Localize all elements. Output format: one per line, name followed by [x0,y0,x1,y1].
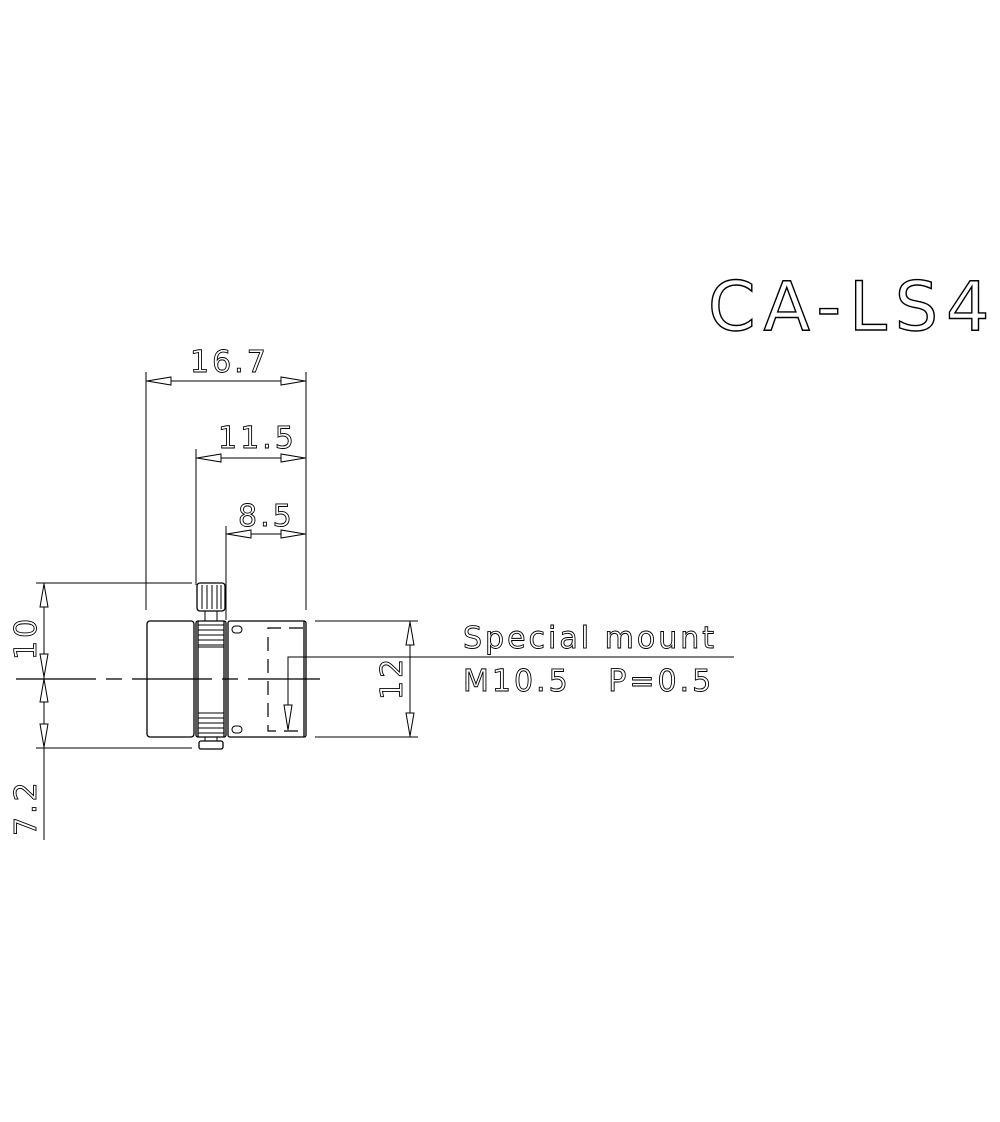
dimension-mount-diameter: 12 [315,620,418,738]
dimension-label-10: 10 [9,616,44,660]
dimension-screw-offsets: 10 7.2 [9,582,192,840]
annotation-thread-spec: M10.5 P=0.5 [463,664,714,699]
lens-body [146,582,307,750]
drawing-title: CA-LS4 [708,268,997,347]
dimension-mount-section: 8.5 [225,499,306,620]
mount-leader: Special mount M10.5 P=0.5 [283,621,734,731]
knurl-top [198,624,224,648]
screw-icon [231,625,243,634]
front-barrel [146,620,195,738]
lock-screw-top [196,582,226,621]
dimension-label-8-5: 8.5 [238,499,295,534]
dimension-label-12: 12 [375,656,410,700]
dimension-overall-length: 16.7 [145,345,307,610]
knurl-bottom [198,712,224,734]
screw-icon [231,725,243,734]
dimension-label-16-7: 16.7 [190,345,269,380]
annotation-special-mount: Special mount [463,621,717,656]
dimension-label-11-5: 11.5 [218,421,297,456]
rear-mount-section [227,620,307,738]
dimension-label-7-2: 7.2 [9,779,44,836]
dimension-length-from-ring: 11.5 [195,421,306,585]
lock-screw-bottom [198,737,224,750]
hidden-thread-outline [267,627,303,732]
focus-ring [195,620,227,738]
